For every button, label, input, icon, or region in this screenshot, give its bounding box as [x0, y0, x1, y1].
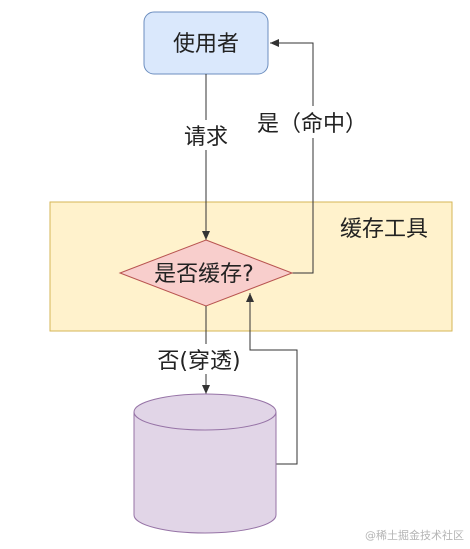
- hit-label: 是（命中）: [257, 112, 367, 137]
- miss-label-bg: [150, 344, 248, 374]
- cache-tool-label: 缓存工具: [340, 217, 428, 242]
- hit-arrow: [270, 39, 314, 274]
- miss-label: 否(穿透): [157, 349, 240, 374]
- database-node: [133, 393, 277, 534]
- watermark: @稀土掘金技术社区: [365, 529, 464, 542]
- decision-label: 是否缓存?: [154, 262, 254, 287]
- return-arrow: [246, 293, 298, 465]
- request-label-bg: [178, 120, 234, 150]
- hit-label-bg: [252, 106, 374, 138]
- user-node-label: 使用者: [173, 32, 239, 57]
- request-label: 请求: [184, 125, 228, 150]
